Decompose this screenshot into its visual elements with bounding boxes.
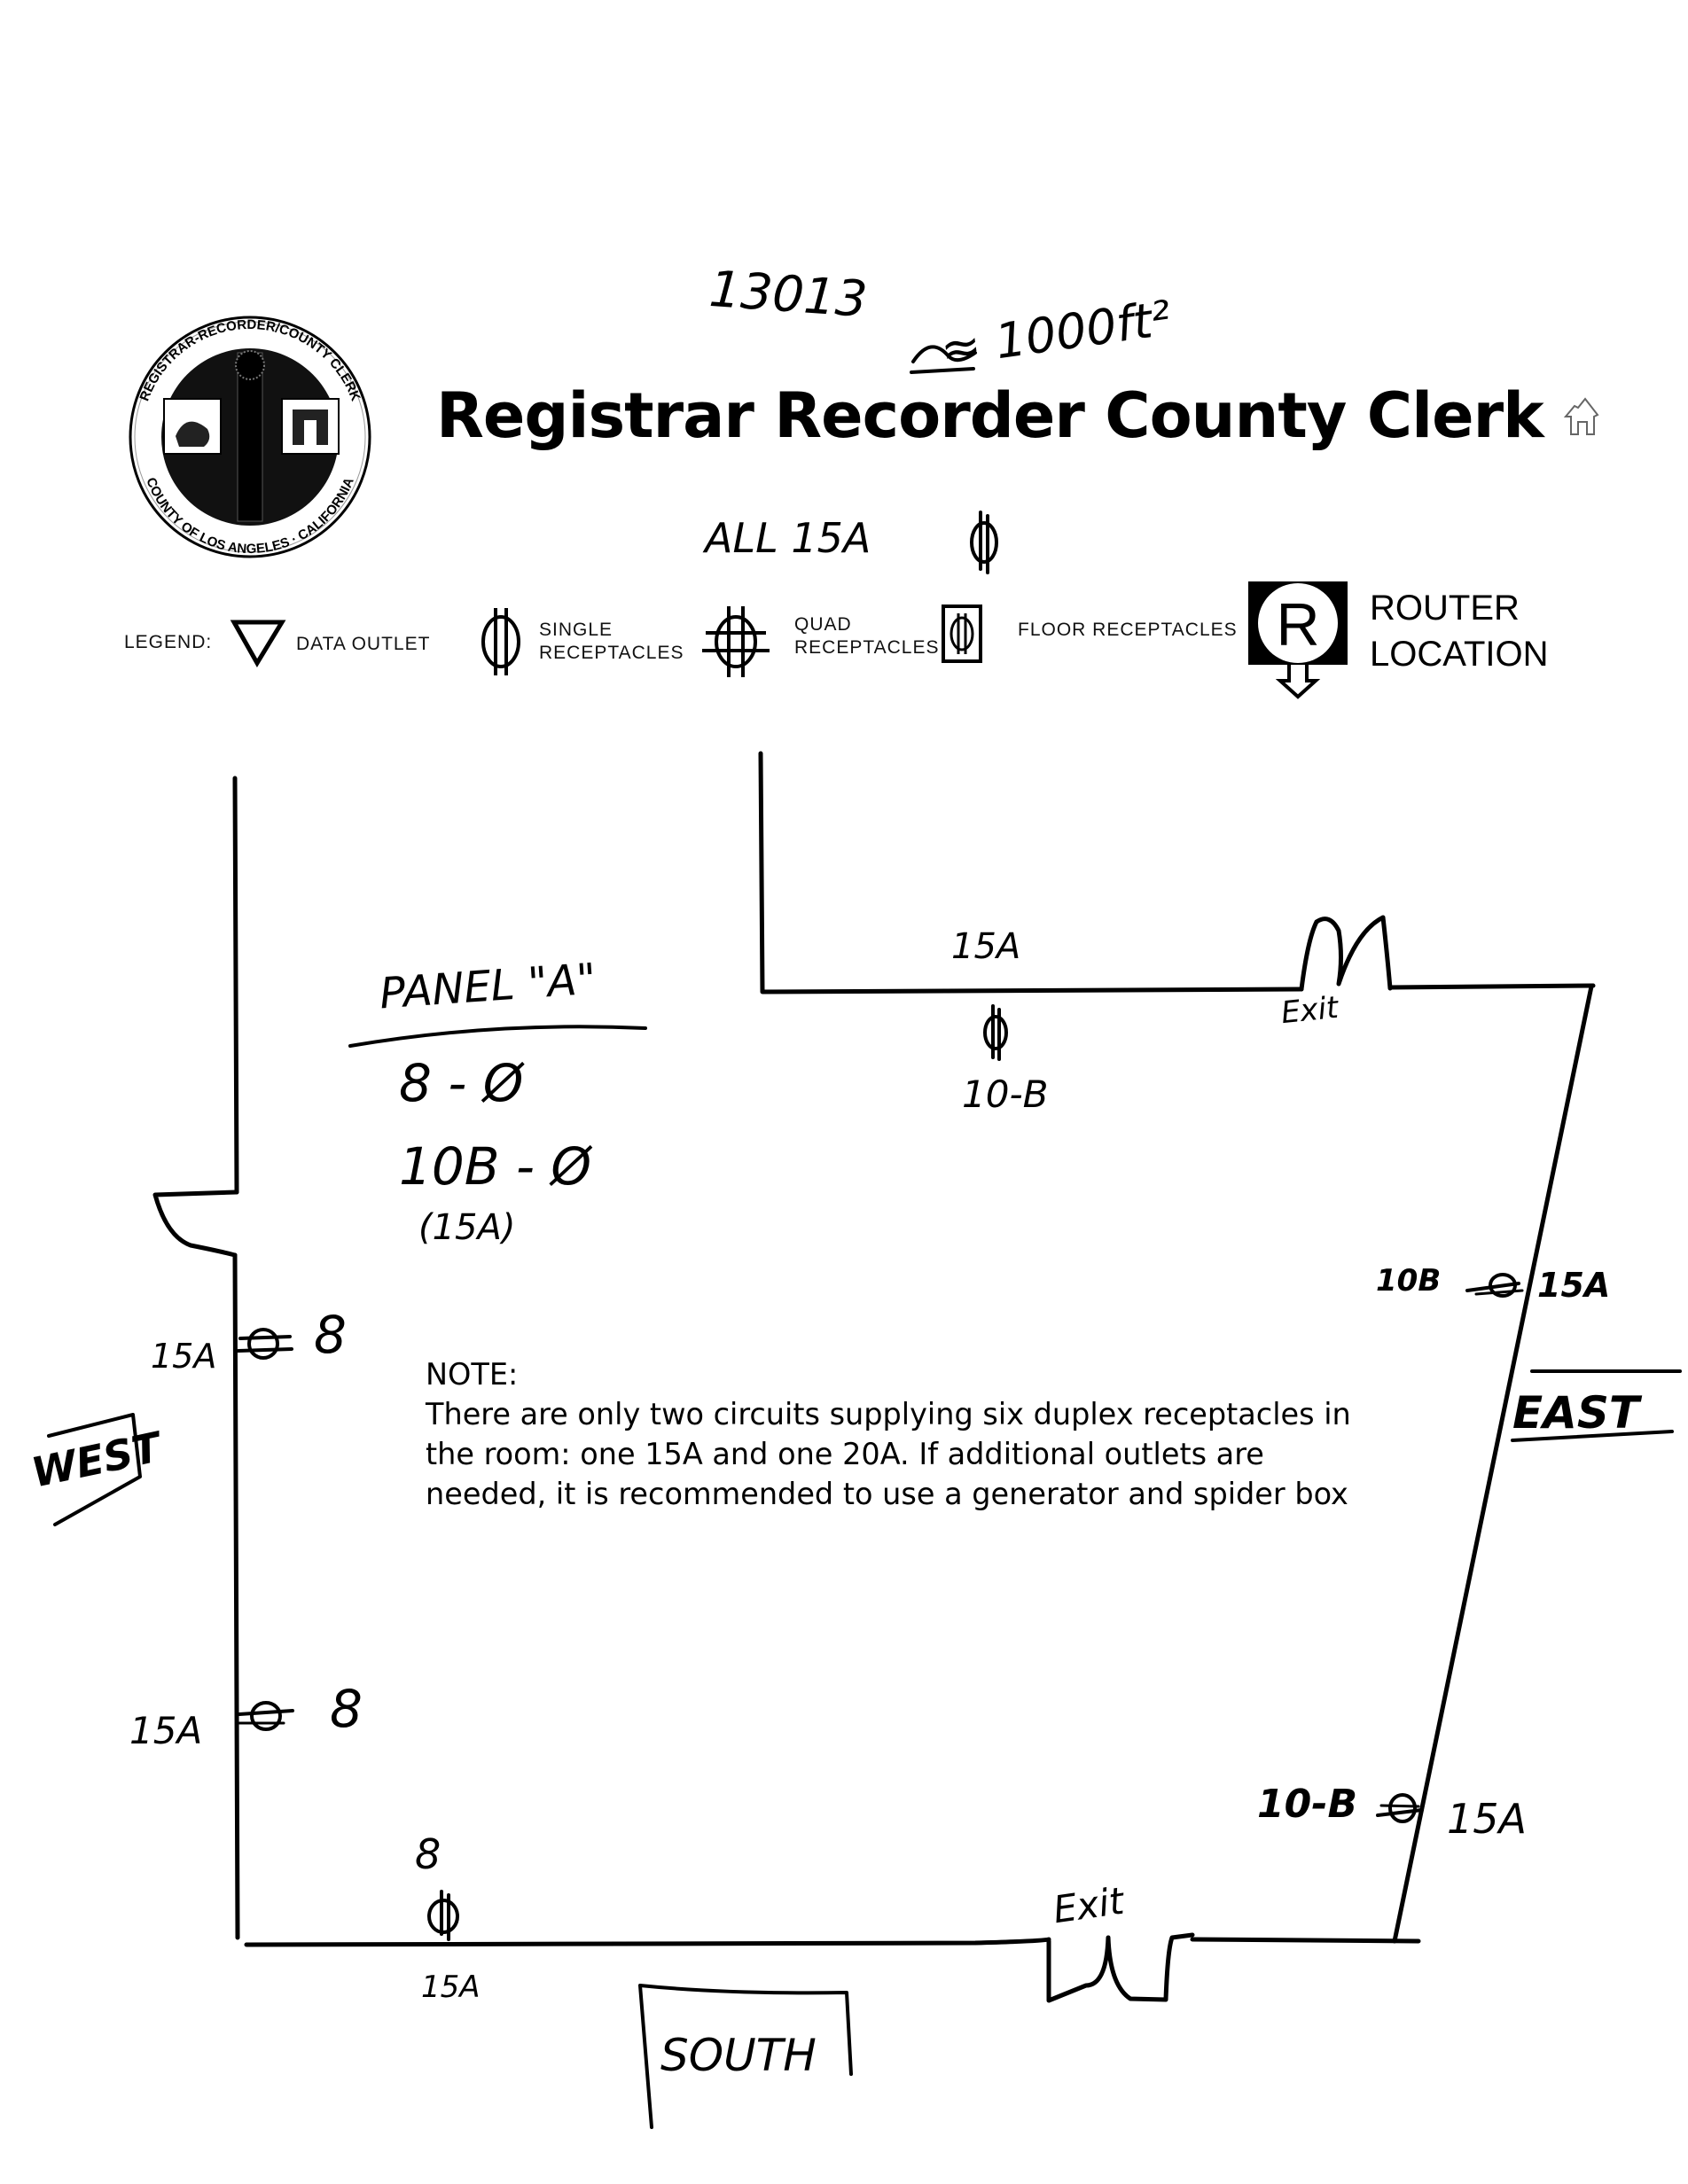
east-upper-circuit: 10B <box>1376 1263 1442 1299</box>
county-seal: REGISTRAR-RECORDER/COUNTY CLERK COUNTY O… <box>129 316 371 558</box>
home-icon[interactable] <box>1563 397 1599 435</box>
east-lower-amps: 15A <box>1447 1795 1528 1843</box>
approx-squiggle <box>911 345 977 363</box>
legend-data-outlet-label: DATA OUTLET <box>296 634 431 654</box>
south-receptacle <box>427 1890 459 1941</box>
east-lower-circuit: 10-B <box>1257 1782 1358 1827</box>
south-receptacle-circuit: 8 <box>415 1830 442 1878</box>
panel-line-2: 10B - Ø <box>399 1136 592 1197</box>
room-walls <box>152 751 1596 2003</box>
north-wall-right <box>1387 983 1596 990</box>
west-lower-receptacle <box>238 1701 294 1731</box>
legend-router-line2: LOCATION <box>1370 635 1549 674</box>
panel-underline <box>348 1025 647 1048</box>
east-box <box>1511 1369 1682 1442</box>
floor-receptacle-icon <box>942 604 982 663</box>
east-lower-receptacle <box>1376 1793 1424 1823</box>
north-wall-left <box>758 751 1304 994</box>
legend-single-line2: RECEPTACLES <box>539 643 684 663</box>
west-lower-amps: 15A <box>129 1709 203 1752</box>
west-lower-circuit: 8 <box>330 1679 363 1739</box>
south-wall-left <box>244 1937 1051 1947</box>
west-upper-receptacle <box>237 1328 293 1360</box>
south-direction-label: SOUTH <box>660 2030 817 2081</box>
north-receptacle <box>983 1004 1008 1061</box>
north-exit-door <box>1299 915 1393 992</box>
west-upper-amps: 15A <box>151 1337 217 1376</box>
south-wall-right <box>1190 1937 1421 1944</box>
note-line: There are only two circuits supplying si… <box>426 1397 1351 1431</box>
west-door <box>152 1190 239 1258</box>
single-receptacle-icon <box>970 511 998 574</box>
note-heading: NOTE: <box>426 1357 519 1392</box>
legend-floor-receptacle-label: FLOOR RECEPTACLES <box>1018 620 1238 640</box>
east-wall <box>1392 984 1594 1944</box>
single-receptacle-icon <box>481 608 520 675</box>
legend-single-receptacle-label: SINGLE RECEPTACLES <box>539 619 684 665</box>
svg-text:R: R <box>1276 591 1319 659</box>
legend-router-line1: ROUTER <box>1370 589 1520 628</box>
north-receptacle-amps: 15A <box>951 926 1021 967</box>
electrical-note: NOTE: There are only two circuits supply… <box>426 1354 1365 1514</box>
legend-quad-line1: QUAD <box>794 614 852 635</box>
note-line: needed, it is recommended to use a gener… <box>426 1477 1348 1511</box>
west-box <box>47 1413 142 1526</box>
document-title: Registrar Recorder County Clerk <box>436 379 1544 452</box>
south-box <box>638 1984 853 2129</box>
data-outlet-icon <box>230 620 286 667</box>
router-icon: R <box>1248 581 1348 699</box>
north-exit-label: Exit <box>1279 989 1340 1032</box>
note-line: the room: one 15A and one 20A. If additi… <box>426 1437 1264 1471</box>
south-exit-door <box>1046 1932 1195 2003</box>
south-receptacle-amps: 15A <box>421 1970 481 2005</box>
east-direction-label: EAST <box>1512 1387 1639 1439</box>
approx-underline <box>910 367 975 374</box>
quad-receptacle-icon <box>702 606 770 677</box>
west-wall-lower <box>232 1252 240 1940</box>
legend-single-line1: SINGLE <box>539 620 613 640</box>
east-upper-amps: 15A <box>1537 1266 1611 1305</box>
west-upper-circuit: 8 <box>314 1305 347 1365</box>
all-circuits-note: ALL 15A <box>705 514 871 562</box>
site-number: 13013 <box>707 260 870 330</box>
east-upper-receptacle <box>1465 1273 1524 1298</box>
west-wall-upper <box>232 776 239 1195</box>
legend-label: LEGEND: <box>124 632 213 652</box>
panel-line-3: (15A) <box>418 1207 516 1248</box>
panel-line-1: 8 - Ø <box>399 1053 524 1113</box>
legend-quad-receptacle-label: QUAD RECEPTACLES <box>794 613 940 659</box>
legend-router-label: ROUTER LOCATION <box>1370 585 1549 677</box>
legend-quad-line2: RECEPTACLES <box>794 637 940 658</box>
north-receptacle-circuit: 10-B <box>962 1072 1049 1116</box>
